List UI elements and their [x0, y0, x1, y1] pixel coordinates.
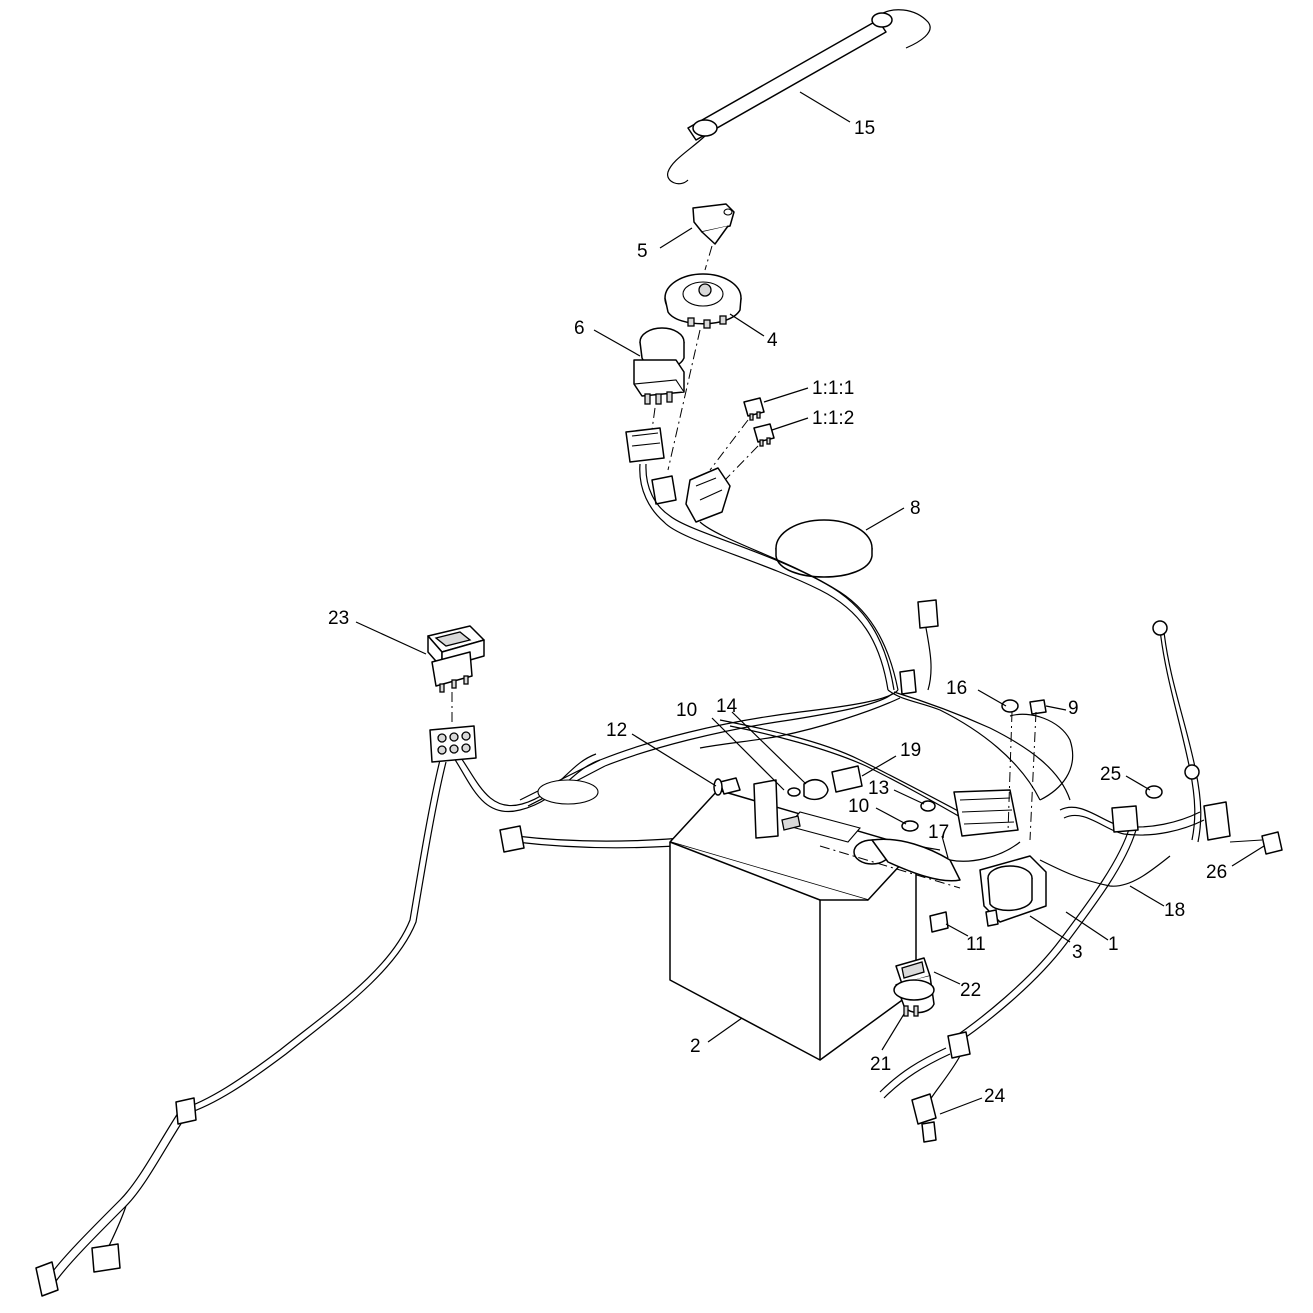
callout-1-1-1: 1:1:1	[812, 378, 854, 399]
callout-19: 19	[900, 740, 921, 761]
pad-part	[775, 519, 873, 578]
fuse-holder-part	[651, 467, 731, 523]
leader-lines	[355, 91, 1265, 1115]
battery-part	[669, 789, 961, 1061]
callout-10-lower: 10	[848, 796, 869, 817]
callout-6: 6	[574, 318, 585, 339]
hour-meter-part	[893, 957, 935, 1017]
connector-24-part	[911, 1093, 937, 1143]
callout-17: 17	[928, 822, 949, 843]
callout-3: 3	[1072, 942, 1083, 963]
fuse-1-part	[743, 397, 765, 421]
solenoid-part	[929, 855, 1047, 933]
callout-1-1-2: 1:1:2	[812, 408, 854, 429]
assembly-line	[651, 407, 656, 431]
callout-12: 12	[606, 720, 627, 741]
callout-4: 4	[767, 330, 778, 351]
callout-16: 16	[946, 678, 967, 699]
callout-10-top: 10	[676, 700, 697, 721]
pto-switch-part	[633, 327, 685, 405]
assembly-line	[667, 329, 701, 471]
callout-24: 24	[984, 1086, 1006, 1107]
pto-connector-part	[625, 427, 665, 463]
callout-15: 15	[854, 118, 875, 139]
callout-13: 13	[868, 778, 889, 799]
callout-9: 9	[1068, 698, 1079, 719]
assembly-line	[819, 845, 961, 889]
key-part	[692, 203, 735, 245]
callout-26: 26	[1206, 862, 1227, 883]
assembly-line	[704, 245, 713, 271]
hardware-parts	[713, 699, 1283, 855]
callout-14: 14	[716, 696, 738, 717]
callout-21: 21	[870, 1054, 891, 1075]
callout-25: 25	[1100, 764, 1121, 785]
callout-1: 1	[1108, 934, 1119, 955]
callout-8: 8	[910, 498, 921, 519]
callout-2: 2	[690, 1036, 701, 1057]
callout-5: 5	[637, 241, 648, 262]
callout-labels: 15 5 4 6 1:1:1 1:1:2 8 23 16 9 10 14 12 …	[328, 118, 1227, 1107]
fuse-2-part	[753, 423, 775, 447]
cable-part	[949, 841, 1021, 862]
callout-23: 23	[328, 608, 349, 629]
callout-11: 11	[966, 934, 986, 955]
ignition-switch-part	[664, 273, 742, 329]
rocker-switch-part	[427, 625, 485, 693]
assembly-line	[724, 445, 759, 481]
harness-connectors	[35, 620, 1231, 1297]
callout-18: 18	[1164, 900, 1185, 921]
strap-part	[667, 9, 931, 185]
callout-22: 22	[960, 980, 981, 1001]
rocker-connector-part	[429, 725, 477, 763]
